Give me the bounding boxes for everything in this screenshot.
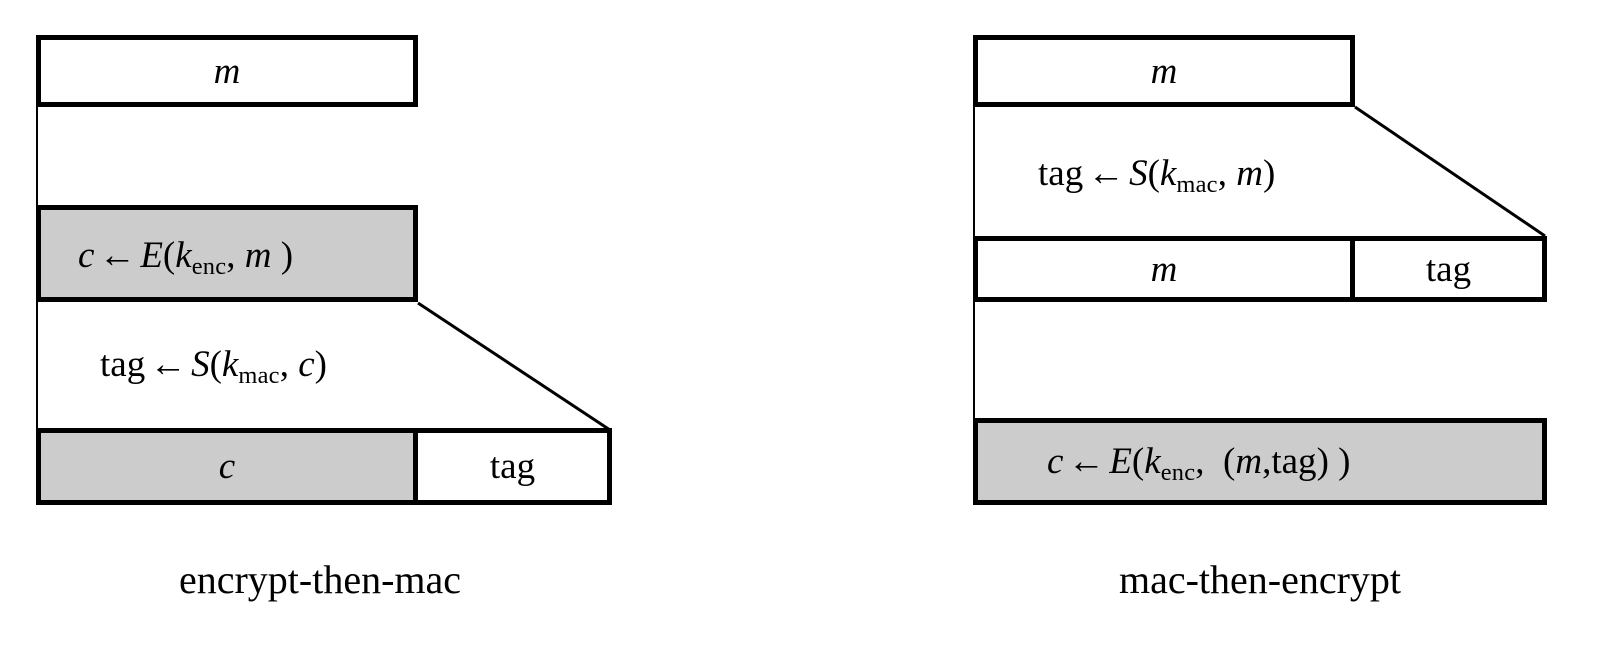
mte-mac-output: tag [1038, 153, 1084, 194]
etm-encrypt-argument: m [244, 235, 272, 276]
etm-encrypt-key-subscript: enc [191, 252, 227, 280]
mte-mac-function: S [1129, 153, 1148, 194]
mte-mac-key-subscript: mac [1176, 170, 1218, 198]
left-arrow-icon: ← [1067, 441, 1105, 482]
mte-encrypt-box [973, 418, 1547, 505]
mte-encrypt-key: k [1144, 441, 1161, 482]
etm-mac-argument: c [298, 344, 315, 385]
etm-mac-output: tag [100, 344, 146, 385]
etm-mac-key-subscript: mac [238, 361, 280, 389]
mte-plaintext-box: m [973, 35, 1355, 107]
etm-tag-label: tag [489, 446, 536, 487]
etm-output-row: c tag [36, 428, 612, 505]
comma: , [1262, 441, 1272, 482]
left-arrow-icon: ← [149, 344, 187, 385]
mte-tag-cell: tag [1355, 241, 1542, 297]
mte-plaintext-label: m [1150, 50, 1178, 92]
open-paren: ( [209, 344, 222, 385]
etm-encrypt-box [36, 205, 418, 302]
open-paren: ( [1147, 153, 1160, 194]
rail-left-upper [36, 104, 38, 208]
mte-message-label: m [1150, 248, 1178, 290]
mte-caption: mac-then-encrypt [1118, 557, 1402, 602]
open-paren: ( [162, 235, 176, 276]
mte-encrypt-argument-tag: tag [1271, 441, 1317, 482]
etm-encrypt-function: E [140, 235, 163, 276]
mte-message-tag-row: m tag [973, 236, 1547, 302]
mte-encrypt-argument-close: ) [1316, 441, 1329, 482]
open-paren: ( [1131, 441, 1145, 482]
etm-encrypt-formula: c←E(kenc, m ) [78, 237, 293, 279]
comma: , [1217, 153, 1227, 194]
etm-mac-key: k [221, 344, 239, 385]
mte-mac-argument: m [1236, 153, 1263, 194]
mte-mac-key: k [1159, 153, 1177, 194]
mte-mac-formula: tag←S(kmac, m) [1038, 155, 1275, 197]
mte-encrypt-formula: c←E(kenc, (m,tag) ) [1047, 443, 1350, 485]
mte-tag-label: tag [1425, 248, 1472, 290]
etm-plaintext-box: m [36, 35, 418, 107]
mte-encrypt-key-subscript: enc [1160, 458, 1196, 486]
rail-right-upper [973, 104, 975, 236]
close-paren: ) [280, 235, 294, 276]
close-paren: ) [1262, 153, 1276, 194]
etm-ciphertext-label: c [218, 446, 236, 487]
etm-encrypt-key: k [175, 235, 192, 276]
left-arrow-icon: ← [1087, 153, 1125, 194]
mte-encrypt-argument-open: ( [1223, 441, 1236, 482]
comma: , [226, 235, 236, 276]
comma: , [1195, 441, 1205, 482]
rail-right-lower [973, 302, 975, 420]
etm-caption: encrypt-then-mac [178, 557, 462, 602]
close-paren: ) [314, 344, 327, 385]
mte-encrypt-output: c [1047, 441, 1064, 482]
mte-encrypt-function: E [1109, 441, 1132, 482]
etm-tag-cell: tag [418, 433, 607, 500]
etm-ciphertext-cell: c [41, 433, 418, 500]
etm-plaintext-label: m [213, 50, 241, 92]
close-paren: ) [1338, 441, 1351, 482]
mte-message-cell: m [978, 241, 1355, 297]
left-arrow-icon: ← [98, 235, 136, 276]
etm-mac-function: S [191, 344, 210, 385]
etm-mac-formula: tag←S(kmac, c) [100, 346, 327, 388]
mte-encrypt-argument-message: m [1235, 441, 1263, 482]
comma: , [279, 344, 289, 385]
etm-encrypt-output: c [78, 235, 95, 276]
rail-left-lower [36, 302, 38, 428]
